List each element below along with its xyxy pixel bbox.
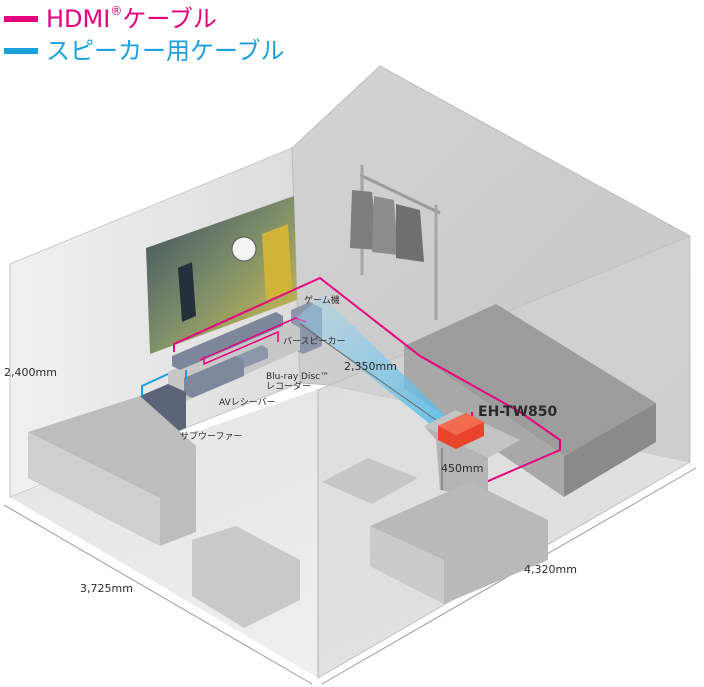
bed-top xyxy=(404,304,656,456)
hdmi-text: HDMI xyxy=(46,5,111,33)
bluray-label-line1: Blu-ray Disc™ xyxy=(266,372,329,382)
room-height-label: 2,400mm xyxy=(4,366,57,379)
speaker-cable xyxy=(141,373,169,396)
clothes-garment xyxy=(396,204,424,262)
bed xyxy=(404,304,656,497)
tv-area xyxy=(140,196,322,440)
room-length-label: 4,320mm xyxy=(524,563,577,576)
device-labels: ゲーム機 バースピーカー Blu-ray Disc™ レコーダー AVレシーバー… xyxy=(180,294,558,442)
bed-side xyxy=(564,403,656,497)
av-receiver-label: AVレシーバー xyxy=(219,397,276,408)
projection-beam xyxy=(296,296,448,424)
hdmi-cable xyxy=(173,276,561,490)
throw-distance-label: 2,350mm xyxy=(344,360,397,373)
registered-mark: ® xyxy=(110,4,123,18)
legend-label-speaker: スピーカー用ケーブル xyxy=(46,37,285,65)
projector-model-label: EH-TW850 xyxy=(478,404,558,420)
football-icon xyxy=(231,236,257,262)
bed-front xyxy=(404,346,564,497)
bar-speaker-unit xyxy=(172,312,283,370)
projector-setup xyxy=(424,410,520,500)
player-figure xyxy=(178,262,196,322)
projector-top xyxy=(438,413,484,435)
game-console-label: ゲーム機 xyxy=(304,294,340,306)
armchair xyxy=(192,526,300,628)
width-dimension-line xyxy=(3,504,313,685)
clothes-garment xyxy=(372,196,398,255)
hdmi-swatch xyxy=(4,16,38,22)
table-height-label: 450mm xyxy=(441,462,483,475)
speaker-swatch xyxy=(4,48,38,54)
dimension-labels: 2,400mm 2,350mm 450mm 3,725mm 4,320mm xyxy=(4,360,577,595)
clothes-garment xyxy=(350,190,378,250)
sofa-right-front xyxy=(370,526,444,604)
desk-top xyxy=(322,458,418,504)
player-figure xyxy=(262,224,292,300)
hdmi-cable-text: ケーブル xyxy=(122,5,217,33)
legend-label-hdmi: HDMI®ケーブル xyxy=(46,4,217,34)
room-width-label: 3,725mm xyxy=(80,582,133,595)
hdmi-cable xyxy=(203,330,279,366)
sofa-left-front xyxy=(28,432,160,546)
av-receiver-unit xyxy=(184,356,244,398)
legend: HDMI®ケーブル スピーカー用ケーブル xyxy=(4,2,324,72)
bluray-label-line2: レコーダー xyxy=(266,380,311,392)
legend-item-speaker: スピーカー用ケーブル xyxy=(4,36,285,66)
bar-speaker-label: バースピーカー xyxy=(283,336,346,347)
furniture xyxy=(28,396,548,628)
clothes-rack xyxy=(350,165,441,320)
throw-distance-line xyxy=(299,323,437,421)
subwoofer-label: サブウーファー xyxy=(180,430,242,442)
legend-item-hdmi: HDMI®ケーブル xyxy=(4,4,217,34)
rack-bar xyxy=(359,173,441,215)
side-table-leg xyxy=(424,426,488,500)
